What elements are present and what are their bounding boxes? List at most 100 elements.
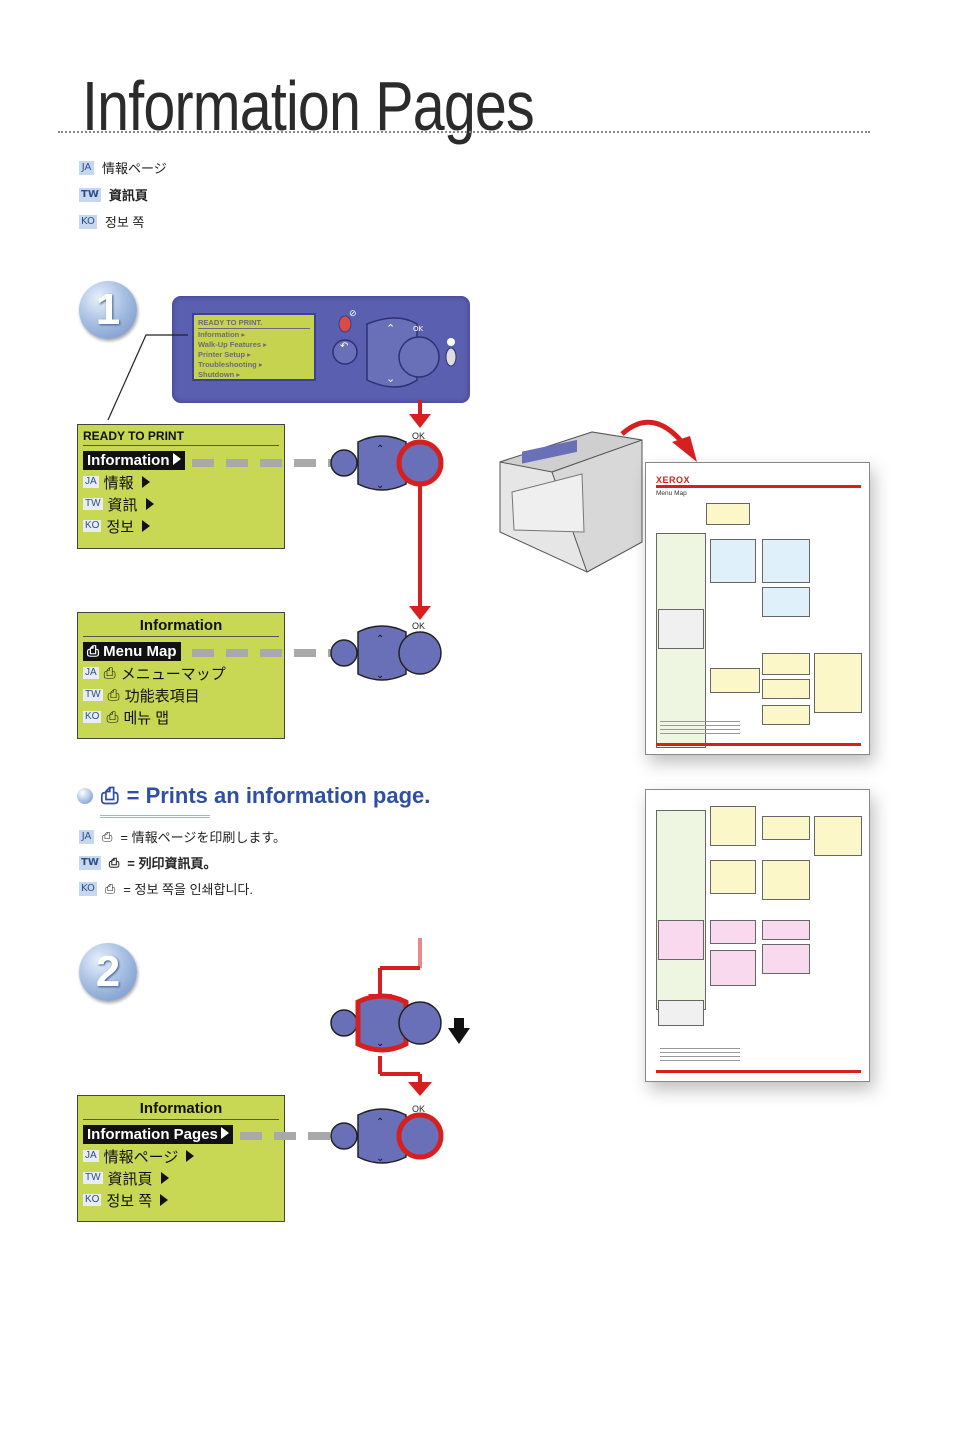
panel-buttons[interactable]: ⊘ ↶ ⌃ ⌄ OK <box>327 302 467 398</box>
print-note-ja: JA⎙= 情報ページを印刷します。 <box>79 827 286 846</box>
back-button <box>330 1009 358 1037</box>
lcd-selected-item[interactable]: Information Pages <box>83 1124 233 1144</box>
bullet-icon <box>77 788 93 804</box>
button-cluster-3[interactable]: OK ⌃ ⌄ <box>328 1101 448 1171</box>
down-arrow-icon: ⌄ <box>376 670 384 681</box>
button-cluster-2[interactable]: OK ⌃ ⌄ <box>328 618 448 688</box>
print-icon: ⎙ <box>101 783 119 808</box>
printer-control-panel: READY TO PRINT. Information ▸ Walk-Up Fe… <box>172 296 470 403</box>
title-translation-ko: KO 정보 쪽 <box>79 212 144 231</box>
panel-lcd-line: Printer Setup ▸ <box>198 350 251 359</box>
lang-tag: JA <box>79 160 94 175</box>
back-button <box>330 1122 358 1150</box>
lcd-screen-information: Information ⎙ Menu Map JA⎙メニューマップ TW⎙功能表… <box>77 612 285 739</box>
lcd-header: Information <box>83 1100 279 1120</box>
translation-text: 정보 쪽 <box>104 215 145 230</box>
step-2-badge: 2 <box>79 943 137 1001</box>
ok-button-highlighted <box>396 439 444 487</box>
print-note-text: = Prints an information page. <box>126 783 431 808</box>
lcd-row-ko: KO⎙메뉴 맵 <box>83 708 170 727</box>
print-note: ⎙ = Prints an information page. <box>77 783 430 809</box>
lcd-row-tw: TW⎙功能表項目 <box>83 686 200 705</box>
ok-button-highlighted <box>396 1112 444 1160</box>
panel-lcd-line: READY TO PRINT. <box>198 318 310 329</box>
xerox-logo: XEROX <box>656 475 691 485</box>
selection-connector <box>240 1132 362 1140</box>
up-down-button <box>357 435 407 491</box>
button-cluster-step2[interactable]: ⌄ <box>328 990 448 1060</box>
printer-illustration <box>499 419 697 573</box>
help-button <box>445 347 457 367</box>
lcd-header: READY TO PRINT <box>83 429 279 446</box>
print-icon: ⎙ <box>87 642 104 660</box>
up-arrow-icon: ⌃ <box>386 322 395 335</box>
print-note-ko: KO⎙= 정보 쪽을 인쇄합니다. <box>79 880 253 897</box>
print-icon: ⎙ <box>103 664 116 682</box>
up-down-button <box>357 1108 407 1164</box>
ok-label: OK <box>412 1104 425 1114</box>
ok-button <box>398 336 440 378</box>
ok-label: OK <box>412 431 425 441</box>
lcd-selected-item[interactable]: Information <box>83 450 185 470</box>
down-button-highlighted <box>355 993 409 1053</box>
down-arrow-icon: ⌄ <box>376 1153 384 1164</box>
print-icon: ⎙ <box>104 880 116 896</box>
leader-line <box>107 334 188 421</box>
title-translation-ja: JA 情報ページ <box>79 158 167 177</box>
panel-lcd-display: READY TO PRINT. Information ▸ Walk-Up Fe… <box>192 313 316 381</box>
ok-button <box>398 631 442 675</box>
panel-lcd-line: Troubleshooting ▸ <box>198 360 263 369</box>
translation-text: 資訊頁 <box>108 188 148 203</box>
panel-lcd-line: Shutdown ▸ <box>198 370 241 379</box>
selection-connector <box>192 459 362 467</box>
ok-button <box>398 1001 442 1045</box>
lcd-row-ja: JA⎙メニューマップ <box>83 664 226 683</box>
lang-tag: KO <box>79 214 97 229</box>
print-icon: ⎙ <box>106 708 119 726</box>
up-arrow-icon: ⌃ <box>376 444 384 455</box>
panel-lcd-line: Walk-Up Features ▸ <box>198 340 267 349</box>
page-title: Information Pages <box>82 67 535 145</box>
lcd-selected-item[interactable]: ⎙ Menu Map <box>83 641 181 661</box>
step-1-badge: 1 <box>79 281 137 339</box>
up-arrow-icon: ⌃ <box>376 634 384 645</box>
down-arrow-icon <box>448 1028 470 1044</box>
translation-text: 情報ページ <box>102 161 167 176</box>
info-icon <box>447 338 455 346</box>
back-button <box>330 639 358 667</box>
up-arrow-icon: ⌃ <box>376 1117 384 1128</box>
lang-tag: TW <box>79 187 101 202</box>
ok-label: OK <box>412 621 425 631</box>
button-cluster-1[interactable]: OK ⌃ ⌄ <box>328 428 448 498</box>
print-icon: ⎙ <box>108 854 120 870</box>
note-underline <box>100 815 210 818</box>
panel-lcd-line: Information ▸ <box>198 330 246 339</box>
cancel-button <box>338 315 352 333</box>
back-button <box>330 449 358 477</box>
title-translation-tw: TW 資訊頁 <box>79 185 148 204</box>
lcd-header: Information <box>83 617 279 637</box>
back-button <box>332 339 358 365</box>
print-note-tw: TW⎙= 列印資訊頁。 <box>79 854 217 871</box>
print-icon: ⎙ <box>107 686 120 704</box>
panel-ok-label: OK <box>413 325 424 333</box>
selection-connector <box>192 649 362 657</box>
sheet-subtitle: Menu Map <box>656 490 687 497</box>
title-divider <box>58 131 870 133</box>
down-arrow-icon: ⌄ <box>376 480 384 491</box>
cancel-icon: ⊘ <box>349 309 357 319</box>
back-icon: ↶ <box>340 341 348 352</box>
down-arrow-icon: ⌄ <box>376 1038 384 1049</box>
menu-map-page-1: XEROX Menu Map <box>645 462 870 755</box>
print-icon: ⎙ <box>102 828 113 844</box>
down-arrow-icon: ⌄ <box>386 372 395 385</box>
menu-map-page-2 <box>645 789 870 1082</box>
up-down-button <box>357 625 407 681</box>
